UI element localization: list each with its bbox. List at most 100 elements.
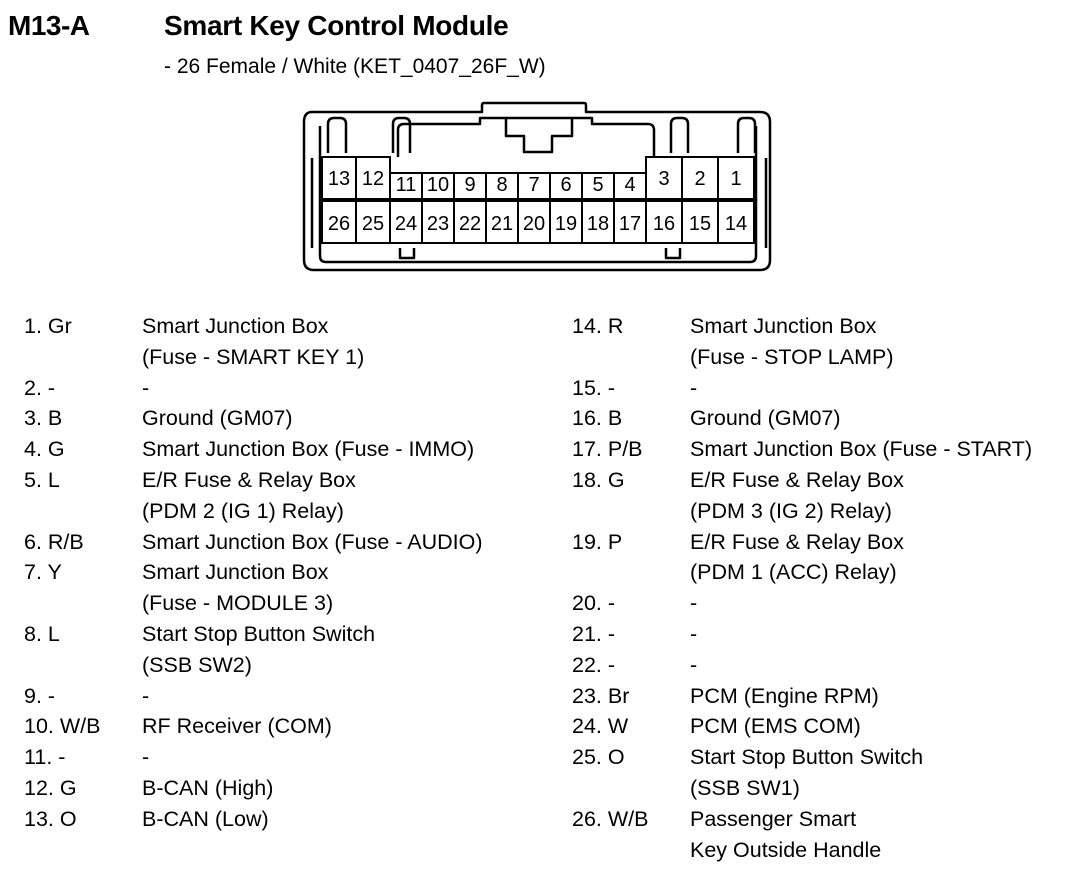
- pin-description-line: -: [142, 745, 150, 770]
- pin-entry: 2. --: [24, 373, 483, 404]
- pin-description-line: RF Receiver (COM): [142, 714, 332, 739]
- pin-description-line: Passenger Smart: [690, 806, 857, 831]
- pin-description: Smart Junction Box (Fuse - AUDIO): [142, 527, 483, 558]
- connector-code: M13-A: [8, 10, 90, 41]
- pin-description-line: Start Stop Button Switch: [690, 745, 924, 770]
- pin-number: 23: [427, 213, 449, 235]
- pin-label: 22. -: [572, 652, 616, 677]
- pin-cavity: [421, 200, 455, 244]
- pin-description-line: Start Stop Button Switch: [142, 621, 376, 646]
- pin-description: PCM (EMS COM): [690, 711, 861, 742]
- pin-description: Smart Junction Box(Fuse - STOP LAMP): [690, 311, 894, 373]
- pin-cavity: [453, 172, 487, 200]
- pin-number: 24: [395, 213, 417, 235]
- pin-number: 17: [619, 213, 641, 235]
- pin-description: Smart Junction Box (Fuse - IMMO): [142, 434, 474, 465]
- pin-description: RF Receiver (COM): [142, 711, 332, 742]
- pin-label: 12. G: [24, 775, 77, 800]
- pin-label: 16. B: [572, 406, 623, 431]
- page-title: Smart Key Control Module: [164, 10, 509, 41]
- pin-description-line: (SSB SW2): [142, 652, 252, 677]
- pin-description-line: PCM (Engine RPM): [690, 683, 879, 708]
- pin-label: 3. B: [24, 406, 63, 431]
- pin-entry: 5. L E/R Fuse & Relay Box (PDM 2 (IG 1) Re…: [24, 465, 483, 527]
- pin-number: 10: [427, 174, 449, 196]
- pin-description-line: (PDM 1 (ACC) Relay): [690, 560, 897, 585]
- pin-entry: 20. - -: [572, 588, 1032, 619]
- pin-label: 13. O: [24, 806, 77, 831]
- pin-description-line: (Fuse - SMART KEY 1): [142, 344, 365, 369]
- pin-number: 2: [694, 168, 705, 190]
- connector-center-shroud: [396, 116, 656, 157]
- pin-cavity: [717, 200, 755, 244]
- pin-label: 24. W: [572, 714, 629, 739]
- pin-label: 6. R/B: [24, 529, 84, 554]
- pin-label: 1. Gr: [24, 314, 72, 338]
- pin-description: E/R Fuse & Relay Box(PDM 3 (IG 2) Relay): [690, 465, 904, 527]
- pin-description: Smart Junction Box (Fuse - MODULE 3): [142, 557, 333, 619]
- pin-description-line: (Fuse - MODULE 3): [142, 591, 334, 616]
- pin-description-line: (Fuse - STOP LAMP): [690, 344, 894, 369]
- pin-label: 14. R: [572, 314, 624, 338]
- pin-description-line: Smart Junction Box (Fuse - START): [690, 437, 1033, 462]
- pin-number: 14: [725, 213, 747, 235]
- pin-description: -: [690, 373, 697, 404]
- pin-entry: 18. G E/R Fuse & Relay Box(PDM 3 (IG 2) R…: [572, 465, 1032, 527]
- pin-number: 13: [328, 168, 350, 190]
- pin-entry: 24. W PCM (EMS COM): [572, 711, 1032, 742]
- pin-description: Ground (GM07): [142, 403, 293, 434]
- pin-cavity: [485, 172, 519, 200]
- pin-cavity: [645, 200, 683, 244]
- pin-label: 5. L: [24, 467, 60, 492]
- pin-label: 18. G: [572, 467, 625, 492]
- pin-number: 3: [658, 168, 669, 190]
- pin-number: 4: [624, 174, 635, 196]
- pin-label: 17. P/B: [572, 437, 643, 462]
- pin-entry: 22. --: [572, 650, 1032, 681]
- latch-tab-3: [669, 116, 690, 153]
- pin-description: B-CAN (Low): [142, 804, 269, 835]
- latch-tab-1: [326, 116, 348, 153]
- pin-description-line: (PDM 2 (IG 1) Relay): [142, 498, 344, 523]
- pin-label: 9. -: [24, 683, 56, 708]
- pin-description-line: E/R Fuse & Relay Box: [142, 467, 356, 492]
- pin-label: 23. Br: [572, 683, 630, 708]
- pin-list-left: 1. Gr Smart Junction Box (Fuse - SMART KEY…: [24, 311, 483, 835]
- pin-description-line: -: [690, 621, 698, 646]
- pin-description: -: [690, 619, 697, 650]
- pin-description: -: [690, 588, 697, 619]
- connector-housing-outline: [302, 101, 772, 272]
- pin-number: 7: [528, 174, 539, 196]
- pin-number: 15: [689, 213, 711, 235]
- locator-tab-1: [398, 248, 416, 260]
- pin-number: 21: [491, 213, 513, 235]
- pin-description-line: Smart Junction Box (Fuse - AUDIO): [142, 529, 483, 554]
- pin-entry: 23. Br PCM (Engine RPM): [572, 681, 1032, 712]
- pin-label: 26. W/B: [572, 806, 649, 831]
- connector-subtitle: - 26 Female / White (KET_0407_26F_W): [164, 55, 546, 78]
- pin-cavity: [613, 200, 647, 244]
- pin-number: 8: [496, 174, 507, 196]
- pin-description-line: Ground (GM07): [142, 406, 293, 431]
- pin-entry: 21. --: [572, 619, 1032, 650]
- pin-list-right: 14. R Smart Junction Box(Fuse - STOP LAMP…: [572, 311, 1032, 865]
- pin-description-line: (PDM 3 (IG 2) Relay): [690, 498, 892, 523]
- pin-description-line: PCM (EMS COM): [690, 714, 861, 739]
- pin-description: B-CAN (High): [142, 773, 273, 804]
- pin-label: 20. -: [572, 591, 616, 616]
- connector-inner-frame: [318, 126, 758, 264]
- pin-description-line: Smart Junction Box: [142, 560, 329, 585]
- latch-tab-4: [736, 116, 757, 153]
- pin-entry: 12. G B-CAN (High): [24, 773, 483, 804]
- pin-description-line: B-CAN (Low): [142, 806, 269, 831]
- pin-cavity: [581, 172, 615, 200]
- pin-number: 19: [555, 213, 577, 235]
- pin-description: Start Stop Button Switch(SSB SW1): [690, 742, 923, 804]
